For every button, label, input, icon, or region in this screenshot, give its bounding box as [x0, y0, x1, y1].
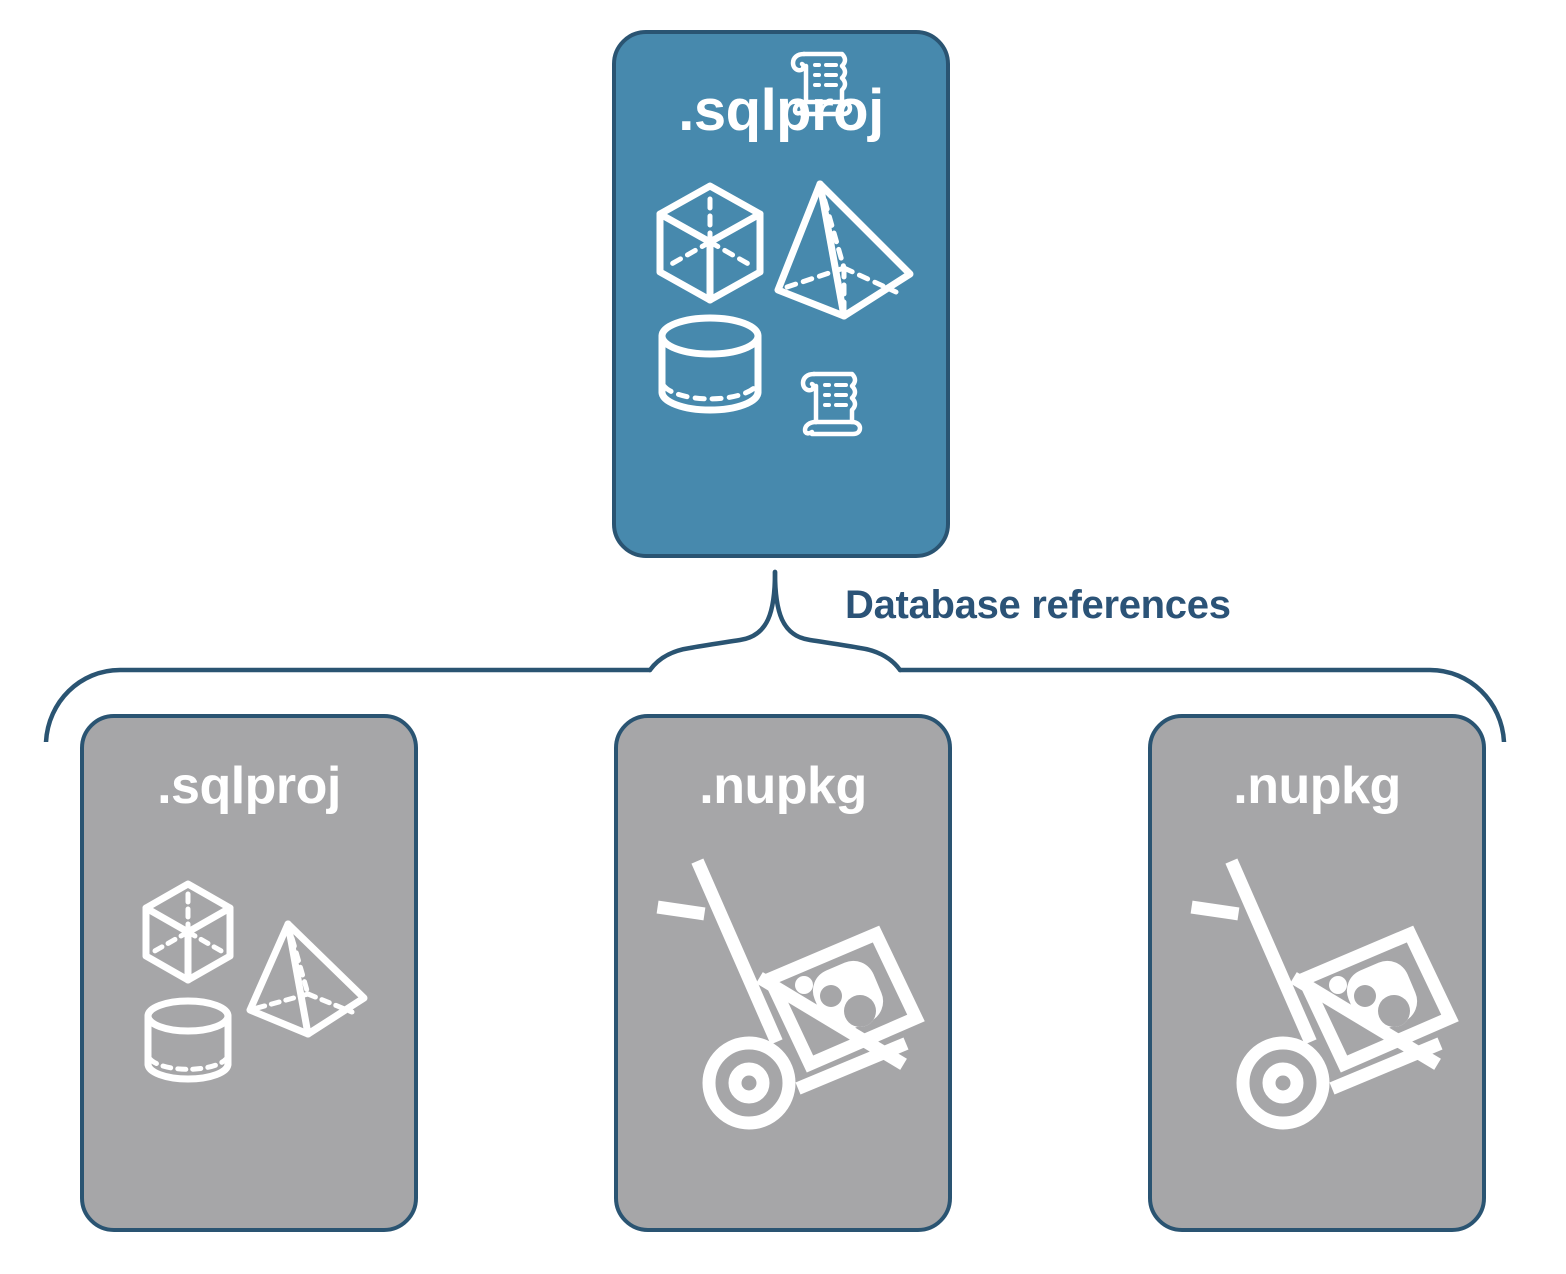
database-references-brace [43, 569, 1507, 742]
cube-icon [142, 880, 234, 984]
node-reference-nupkg-2[interactable]: .nupkg [1148, 714, 1486, 1232]
hand-truck-package-icon [1190, 858, 1459, 1130]
node-sqlproj-root[interactable]: .sqlproj [612, 30, 950, 558]
hand-truck-package-icon [656, 858, 925, 1130]
node-reference-sqlproj[interactable]: .sqlproj [80, 714, 418, 1232]
reference-shapes-artwork [142, 880, 368, 1083]
node-title: .sqlproj [157, 757, 341, 815]
cube-icon [656, 182, 764, 304]
scroll-icon [800, 371, 863, 437]
node-title: .sqlproj [678, 78, 884, 143]
pyramid-icon [246, 920, 368, 1038]
node-title: .nupkg [1233, 757, 1401, 815]
root-shapes-artwork [656, 180, 914, 414]
connector-label: Database references [845, 583, 1231, 627]
cylinder-icon [144, 997, 232, 1083]
cylinder-icon [658, 314, 762, 414]
node-reference-nupkg-1[interactable]: .nupkg [614, 714, 952, 1232]
pyramid-icon [774, 180, 914, 320]
node-title: .nupkg [699, 757, 867, 815]
